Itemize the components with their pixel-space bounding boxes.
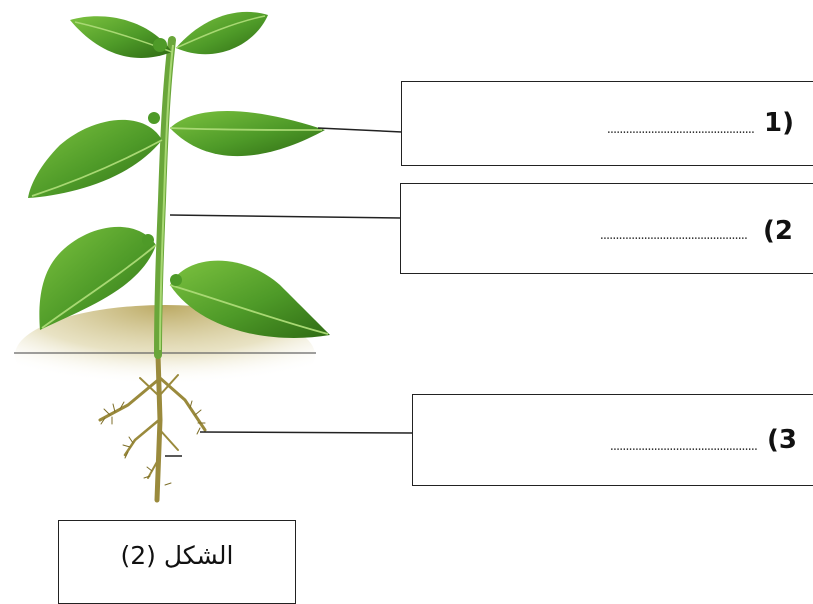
pointer-line-3 — [199, 431, 414, 434]
label-number-2: (2 — [763, 216, 793, 246]
pointer-lines — [165, 127, 414, 457]
plant-diagram — [14, 11, 414, 503]
stem — [154, 36, 176, 359]
label-box-1: ........................................… — [401, 81, 813, 166]
roots — [98, 352, 207, 503]
figure-caption-box: الشكل (2) — [58, 520, 296, 604]
label-number-3: (3 — [767, 425, 797, 455]
label-number-1: 1) — [764, 108, 794, 138]
label-box-3: ........................................… — [412, 394, 813, 486]
leaves — [28, 11, 330, 338]
answer-blank-3[interactable]: ........................................… — [609, 439, 758, 454]
pointer-line-2 — [169, 214, 402, 219]
answer-blank-2[interactable]: ........................................… — [599, 228, 748, 243]
figure-caption: الشكل (2) — [120, 541, 234, 570]
answer-blank-1[interactable]: ........................................… — [606, 122, 755, 137]
pointer-line-1 — [317, 127, 403, 133]
label-box-2: ........................................… — [400, 183, 813, 274]
